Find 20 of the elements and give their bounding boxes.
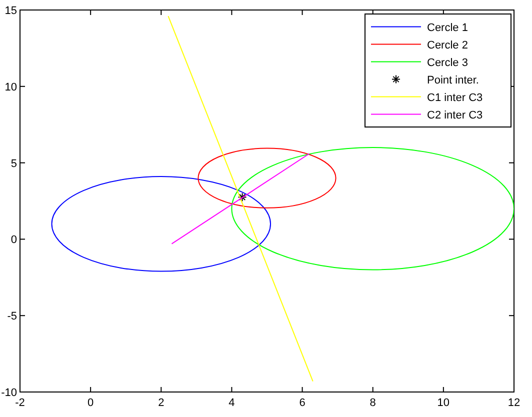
tick-label: 8 xyxy=(370,397,376,409)
tick-label: 5 xyxy=(10,158,17,170)
tick-label: 10 xyxy=(4,81,17,94)
tick-label: -10 xyxy=(1,387,17,399)
tick-label: 15 xyxy=(4,5,17,17)
legend-label: Cercle 2 xyxy=(427,39,468,52)
legend-label: Cercle 1 xyxy=(427,22,468,34)
legend-label: C1 inter C3 xyxy=(427,92,483,104)
legend-label: Cercle 3 xyxy=(427,56,468,69)
tick-label: 0 xyxy=(10,234,17,246)
tick-label: 2 xyxy=(158,397,164,409)
tick-label: 10 xyxy=(437,397,450,409)
tick-label: 12 xyxy=(508,397,520,409)
tick-label: 4 xyxy=(228,397,235,409)
tick-label: 0 xyxy=(88,397,94,409)
legend-label: C2 inter C3 xyxy=(427,109,483,122)
legend-label: Point inter. xyxy=(427,74,479,86)
tick-label: 6 xyxy=(299,397,306,409)
tick-label: -2 xyxy=(15,397,25,409)
tick-label: -5 xyxy=(7,310,17,323)
